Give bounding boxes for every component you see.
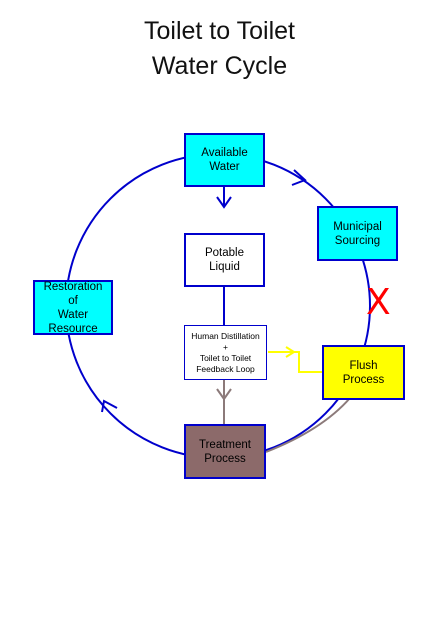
blocked-x-icon: X (366, 282, 391, 323)
diagram-title-line1: Toilet to Toilet (143, 17, 295, 45)
node-human-distillation[interactable]: Human Distillation + Toilet to Toilet Fe… (184, 325, 267, 380)
node-restoration-line2: of (68, 294, 78, 307)
node-treatment-process-line2: Process (204, 452, 246, 465)
node-human-distillation-line2: + (223, 341, 228, 352)
node-available-water-line2: Water (209, 161, 240, 173)
node-treatment-process[interactable]: Treatment Process (184, 424, 266, 479)
arrow-clockwise-left-icon (101, 399, 118, 413)
node-treatment-process-line1: Treatment (199, 438, 251, 451)
treatment-to-flush-connector (265, 397, 351, 453)
node-human-distillation-line4: Feedback Loop (196, 363, 255, 374)
node-restoration[interactable]: Restoration of Water Resource (33, 280, 113, 335)
arrow-down-to-potable-icon (216, 196, 232, 209)
arrow-clockwise-top-icon (291, 169, 307, 186)
node-potable-liquid[interactable]: Potable Liquid (184, 233, 265, 287)
node-municipal-sourcing-line2: Sourcing (334, 234, 381, 247)
node-potable-liquid-line2: Liquid (209, 261, 240, 273)
node-available-water-line1: Available (201, 147, 248, 159)
node-available-water[interactable]: Available Water (184, 133, 265, 187)
node-flush-process-line1: Flush (349, 359, 378, 372)
node-municipal-sourcing-line1: Municipal (333, 220, 382, 233)
node-flush-process-line2: Process (342, 373, 385, 386)
diagram-title-line2: Water Cycle (151, 52, 288, 80)
feedback-loop-connector (268, 351, 324, 373)
arrow-down-to-treatment-icon (216, 388, 232, 401)
node-restoration-line1: Restoration (43, 280, 103, 293)
arrow-feedback-icon (285, 346, 296, 358)
node-flush-process[interactable]: Flush Process (322, 345, 405, 400)
node-human-distillation-line3: Toilet to Toilet (199, 352, 252, 363)
node-human-distillation-line1: Human Distillation (191, 330, 260, 341)
node-potable-liquid-line1: Potable (204, 247, 244, 259)
node-restoration-line3: Water Resource (48, 308, 98, 335)
node-municipal-sourcing[interactable]: Municipal Sourcing (317, 206, 398, 261)
